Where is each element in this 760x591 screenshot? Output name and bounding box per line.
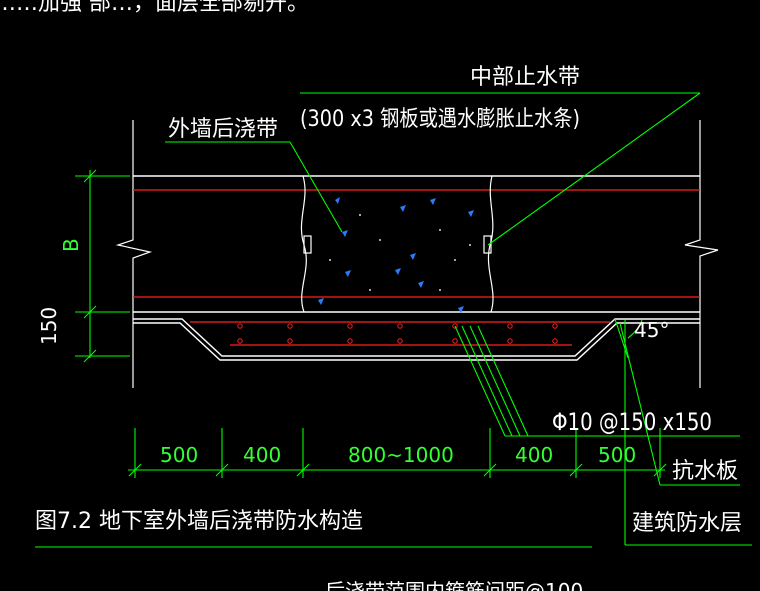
dimension-5: 500 bbox=[598, 443, 636, 467]
label-dim-150: 150 bbox=[37, 307, 61, 345]
aggregate-dots bbox=[329, 214, 471, 291]
label-dim-b: B bbox=[59, 238, 83, 252]
leader-lines bbox=[165, 92, 752, 546]
label-middle-waterstop: 中部止水带 bbox=[470, 65, 580, 90]
label-outer-wall-band: 外墙后浇带 bbox=[168, 117, 278, 142]
rebar-lines bbox=[133, 189, 700, 346]
dimension-4: 400 bbox=[515, 443, 553, 467]
figure-caption: 图7.2 地下室外墙后浇带防水构造 bbox=[35, 509, 363, 534]
dimension-3: 800~1000 bbox=[348, 443, 454, 467]
dimension-1: 500 bbox=[160, 443, 198, 467]
label-building-waterproof: 建筑防水层 bbox=[632, 511, 742, 536]
bottom-text: 后浇带范围内箍筋间距@100 bbox=[325, 579, 583, 591]
dimension-2: 400 bbox=[243, 443, 281, 467]
label-angle: 45° bbox=[634, 318, 669, 342]
top-text: ……加强 部…，面层全部剔开。 bbox=[0, 0, 309, 16]
vertical-dimension bbox=[75, 169, 130, 363]
label-anti-water-slab: 抗水板 bbox=[672, 459, 738, 484]
wall-outline bbox=[133, 175, 700, 361]
horizontal-dimension bbox=[128, 428, 667, 478]
waterstop-plates bbox=[303, 235, 492, 254]
post-pour-band bbox=[300, 175, 494, 313]
aggregate-fill bbox=[318, 197, 474, 313]
wall-break-lines bbox=[115, 120, 719, 388]
label-rebar-spec: Φ10 @150 x150 bbox=[552, 408, 712, 436]
rebar-dots bbox=[237, 323, 558, 344]
label-waterstop-spec: (300 x3 钢板或遇水膨胀止水条) bbox=[300, 107, 580, 132]
